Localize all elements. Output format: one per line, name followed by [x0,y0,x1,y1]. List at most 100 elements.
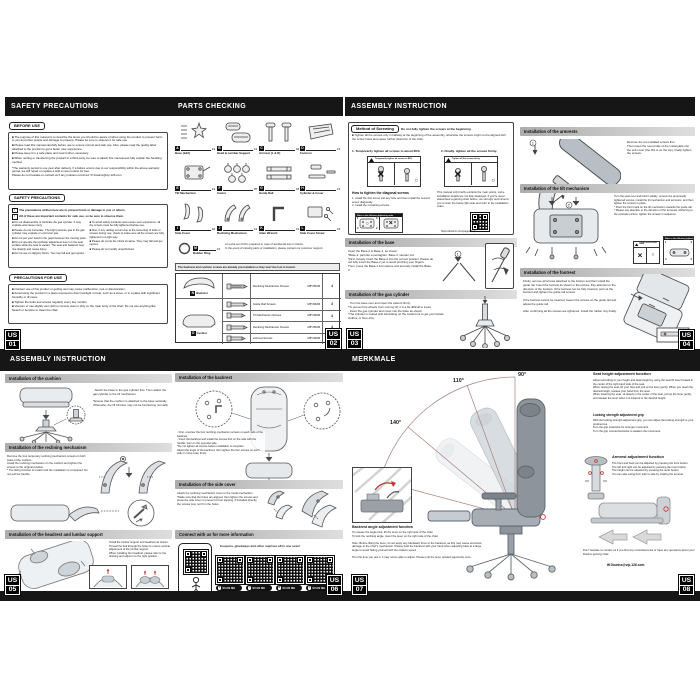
screw-icon-cell [222,309,250,321]
middle-band: ASSEMBLY INSTRUCTION MERKMALE [0,349,700,371]
svg-text:2: 2 [568,203,571,208]
bottom-band [0,591,700,601]
part-item: H×1 Cylinder & Cover [300,161,340,199]
scan-me-label: SCAN ME [312,586,326,590]
sidecover-installation-illustration [267,490,337,528]
headrest-text: Install the lumbar support and headrest … [109,541,170,558]
safety-item: ■ Do not disassemble or lubricate the ga… [12,221,82,228]
part-qty: ×1 [253,227,257,231]
rubber-ring-label: M×1 Rubber Ring [193,245,220,255]
tightening-order-diagram: Refer to the following tightening order … [355,213,403,233]
gas-cylinder-text: · Turn the base over and insert the cast… [348,301,445,321]
page-title: ASSEMBLY INSTRUCTION [345,97,695,116]
screw-qty: 4 [322,309,341,321]
recline-angle-diagram: 90° 110° 140° 165° [361,372,556,581]
order-number: 4 [665,258,667,261]
use-item: ■ Outdoor use of this product or getting… [12,286,126,291]
safety-left-column: ■ Do not disassemble or lubricate the ga… [12,221,87,257]
tilt-warning-diagram: Tighten all the screws firmly × ○ [633,241,660,264]
before-use-box: ■ The purpose of this manual is to descr… [8,132,168,190]
scan-me-label: SCAN ME [252,586,266,590]
part-qty: ×2 [211,227,215,231]
part-qty: ×1 [211,147,215,151]
method-tab: Method of Screwing [351,125,399,133]
screw-size: M8*25MM [307,284,320,288]
warning-triangle-icon [446,157,451,162]
wrong-cell: × [634,248,646,263]
screw-icon [226,301,248,308]
part-key: D [300,146,305,151]
base-section-header: Installation of the base [345,238,517,247]
footrest-text: Firstly, remove all screws attached to t… [523,279,617,314]
tilt-text: Turn the seat over and hold it steady, r… [614,195,694,216]
order-number: 1 [665,241,667,244]
part-key: M [193,246,198,251]
allen-wrench-illustration [272,206,284,221]
backrest-installation-illustration [195,386,341,489]
gas-cylinder-section-header: Installation of the gas cylinder [345,290,517,299]
before-use-item: ■ When renting or transferring the produ… [12,156,162,164]
precautions-for-use-box: ■ Outdoor use of this product or getting… [8,284,168,324]
angle-label-140: 140° [390,420,401,426]
guide-rail-illustration [266,166,292,180]
cross-mark-icon: × [388,220,393,227]
armrests-illustration [265,122,292,142]
ok-cell: ○ [646,247,659,263]
part-item: C×2 Armrest (L & R) [259,121,299,159]
diagram-label: Tighten all the screws firmly [452,158,480,161]
headrest-section-header: Installation of the headrest and lumbar … [5,530,172,539]
reclining-text: Remove the four temporary reclining mech… [7,455,88,476]
screw-size: M8*20MM [307,314,320,318]
base-illustration [181,121,208,139]
cross-mark-icon: × [637,250,643,260]
reclining-detail-illustration [10,499,155,527]
use-item: ■ Tighten the bolts and screws regularly… [12,299,88,304]
order-number: 4 [357,227,359,230]
part-item: I×2 Side Cover [175,201,215,239]
headrest-detail-sketch [135,570,165,588]
headrest-detail-sketch [93,568,123,588]
part-name: Allen Wrench [259,230,278,235]
cross-mark-icon: × [377,167,385,181]
screw-name: Tilt Mechanism Screws [253,314,282,318]
page-merkmale: 90° 110° 140° 165° Backrest angle adj [345,371,700,591]
preinstalled-note: The backrest and cushion screws are alre… [175,263,340,271]
group-name: Backrest [196,292,208,295]
page-safety-precautions: SAFETY PRECAUTIONS BEFORE USE ■ The purp… [5,95,172,351]
angle-label-110: 110° [453,378,464,384]
reclining-section-header: Installation of the reclining mechanism [5,443,172,452]
installation-video-qr-code [470,212,490,232]
part-item: A×1 Base (1&2) [175,121,215,159]
part-item: L×4 Side Cover Screw [300,201,340,239]
video-note: This manual only briefly explains the ma… [437,191,509,209]
screw-icon-cell [222,321,250,333]
footrest-section-header: Installation of the footrest [520,268,695,277]
part-name: Reclining Mechanism [217,230,247,235]
armrest-order-sketch [669,248,690,257]
social-qr-code-2 [245,555,275,585]
facebook-icon: f [217,586,222,590]
screw-icon-cell [222,332,250,344]
part-key: J [217,226,222,231]
part-item: J ×1 Reclining Mechanism [217,201,257,239]
footrest-installation-illustration [623,274,690,343]
before-use-label: BEFORE USE [9,122,46,130]
part-name: Guide Rail [259,190,274,195]
part-item: G×2 Guide Rail [259,161,299,199]
use-item: ■ Vacuum or use slightly wet cloth to re… [12,304,156,313]
warning-triangle-icon [369,157,374,162]
part-qty: ×4 [336,227,340,231]
safety-precautions-label: SAFETY PRECAUTIONS [9,194,65,202]
order-number: 3 [376,217,378,220]
